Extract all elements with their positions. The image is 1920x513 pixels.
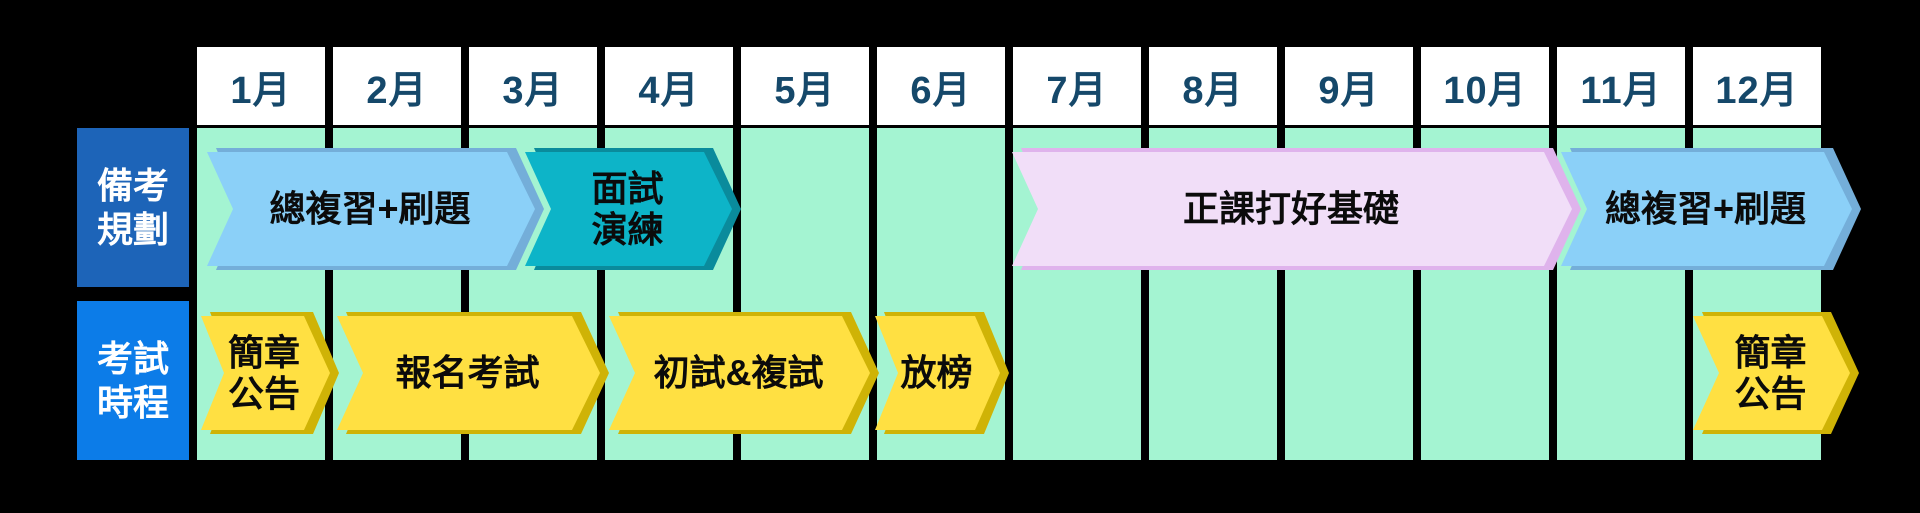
row-label-schedule: 考試 時程 xyxy=(77,301,189,460)
arrow-body-shape xyxy=(875,316,1000,430)
month-header-9: 9月 xyxy=(1285,47,1413,125)
month-header-1: 1月 xyxy=(197,47,325,125)
month-header-6: 6月 xyxy=(877,47,1005,125)
timeline-arrow-7 xyxy=(609,312,879,434)
arrow-body-shape xyxy=(1561,152,1852,266)
arrow-body-shape xyxy=(201,316,330,430)
arrow-body-shape xyxy=(207,152,535,266)
month-header-4: 4月 xyxy=(605,47,733,125)
month-header-10: 10月 xyxy=(1421,47,1549,125)
arrow-body-shape xyxy=(337,316,600,430)
arrow-body-shape xyxy=(1012,152,1572,266)
month-header-3: 3月 xyxy=(469,47,597,125)
timeline-arrow-5 xyxy=(201,312,339,434)
month-header-12: 12月 xyxy=(1693,47,1821,125)
month-header-8: 8月 xyxy=(1149,47,1277,125)
timeline-arrow-9 xyxy=(1693,312,1859,434)
month-header-7: 7月 xyxy=(1013,47,1141,125)
timeline-arrow-4 xyxy=(1561,148,1861,270)
arrow-body-shape xyxy=(609,316,870,430)
arrow-body-shape xyxy=(525,152,732,266)
month-header-2: 2月 xyxy=(333,47,461,125)
arrow-body-shape xyxy=(1693,316,1850,430)
timeline-arrow-6 xyxy=(337,312,609,434)
month-header-11: 11月 xyxy=(1557,47,1685,125)
timeline-arrow-3 xyxy=(1012,148,1581,270)
row-label-plan: 備考 規劃 xyxy=(77,128,189,287)
timeline-arrow-1 xyxy=(207,148,544,270)
timeline-arrow-8 xyxy=(875,312,1009,434)
timeline-arrow-2 xyxy=(525,148,741,270)
month-header-5: 5月 xyxy=(741,47,869,125)
